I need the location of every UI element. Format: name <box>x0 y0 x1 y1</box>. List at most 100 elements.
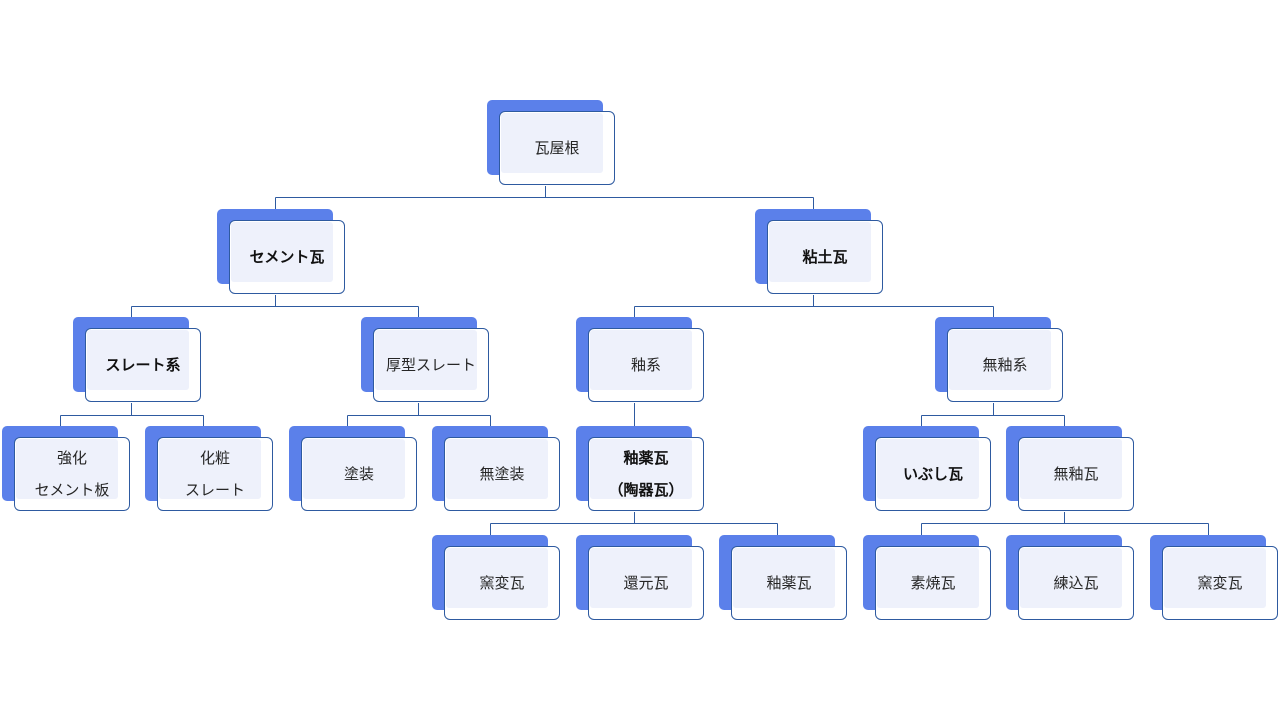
node-ibushi-tile: いぶし瓦 <box>863 426 993 513</box>
connector-unglazed-tile <box>921 512 1209 536</box>
node-fill <box>877 548 979 608</box>
connector-unglazed-type <box>921 403 1065 427</box>
node-card: 無釉系 <box>947 328 1063 402</box>
node-text: 無釉系 <box>982 356 1028 374</box>
node-label: 練込瓦 <box>1019 547 1133 619</box>
node-text: 釉薬瓦 <box>766 574 812 592</box>
node-text: 練込瓦 <box>1053 574 1099 592</box>
node-label: 強化 セメント板 <box>15 438 129 510</box>
node-unglazed-type: 無釉系 <box>935 317 1065 404</box>
node-fill <box>1020 548 1122 608</box>
node-text: 粘土瓦 <box>802 248 848 266</box>
node-fill <box>231 222 333 282</box>
connector-cement <box>131 295 419 318</box>
node-label: 窯変瓦 <box>445 547 559 619</box>
node-label: セメント瓦 <box>230 221 344 293</box>
node-fill <box>446 548 548 608</box>
node-text-line-2: セメント板 <box>34 481 110 499</box>
node-label: 釉薬瓦 <box>732 547 846 619</box>
connector-root <box>275 186 814 210</box>
node-card: セメント瓦 <box>229 220 345 294</box>
node-unglazed-tile: 無釉瓦 <box>1006 426 1136 513</box>
node-reduction-tile: 還元瓦 <box>576 535 706 622</box>
node-clay-tile: 粘土瓦 <box>755 209 885 296</box>
node-thick-slate: 厚型スレート <box>361 317 491 404</box>
node-card: 粘土瓦 <box>767 220 883 294</box>
node-card: 強化 セメント板 <box>14 437 130 511</box>
node-fill <box>159 439 261 499</box>
node-kneaded-tile: 練込瓦 <box>1006 535 1136 622</box>
node-fill <box>16 439 118 499</box>
node-card: 釉薬瓦 <box>731 546 847 620</box>
node-label: 厚型スレート <box>374 329 488 401</box>
node-text: セメント瓦 <box>249 248 325 266</box>
node-card: 釉薬瓦 （陶器瓦） <box>588 437 704 511</box>
node-fill <box>303 439 405 499</box>
node-label: 瓦屋根 <box>500 112 614 184</box>
node-label: 還元瓦 <box>589 547 703 619</box>
node-kiln-change-tile-2: 窯変瓦 <box>1150 535 1280 622</box>
node-glazed-tile-ceramic: 釉薬瓦 （陶器瓦） <box>576 426 706 513</box>
node-card: 窯変瓦 <box>1162 546 1278 620</box>
node-fill <box>446 439 548 499</box>
node-card: 無釉瓦 <box>1018 437 1134 511</box>
node-unpainted: 無塗装 <box>432 426 562 513</box>
node-slate-type: スレート系 <box>73 317 203 404</box>
node-fill <box>87 330 189 390</box>
node-label: 化粧 スレート <box>158 438 272 510</box>
node-text-line-1: 強化 <box>56 449 87 467</box>
node-label: 塗装 <box>302 438 416 510</box>
node-fill <box>375 330 477 390</box>
node-root: 瓦屋根 <box>487 100 617 187</box>
node-label: 無塗装 <box>445 438 559 510</box>
node-text: 窯変瓦 <box>1197 574 1243 592</box>
node-text-line-2: （陶器瓦） <box>608 481 684 499</box>
node-card: 化粧 スレート <box>157 437 273 511</box>
node-text: スレート系 <box>105 356 181 374</box>
node-fill <box>877 439 979 499</box>
node-fill <box>769 222 871 282</box>
node-card: スレート系 <box>85 328 201 402</box>
node-text: 無塗装 <box>479 465 525 483</box>
node-glazed-type: 釉系 <box>576 317 706 404</box>
node-cement-tile: セメント瓦 <box>217 209 347 296</box>
node-fill <box>1020 439 1122 499</box>
node-card: 練込瓦 <box>1018 546 1134 620</box>
node-bisque-tile: 素焼瓦 <box>863 535 993 622</box>
node-fill <box>590 330 692 390</box>
node-text: 塗装 <box>343 465 374 483</box>
node-label: 素焼瓦 <box>876 547 990 619</box>
node-text: 還元瓦 <box>623 574 669 592</box>
node-text-line-1: 釉薬瓦 <box>623 449 669 467</box>
node-card: 塗装 <box>301 437 417 511</box>
node-fill <box>590 439 692 499</box>
node-text: 無釉瓦 <box>1053 465 1099 483</box>
node-label: スレート系 <box>86 329 200 401</box>
connector-glazed-tile <box>490 512 778 536</box>
node-glazed-tile: 釉薬瓦 <box>719 535 849 622</box>
node-text-line-1: 化粧 <box>199 449 230 467</box>
connector-slate-type <box>60 403 204 427</box>
node-card: 瓦屋根 <box>499 111 615 185</box>
node-text: 素焼瓦 <box>910 574 956 592</box>
node-card: いぶし瓦 <box>875 437 991 511</box>
node-card: 無塗装 <box>444 437 560 511</box>
node-label: 窯変瓦 <box>1163 547 1277 619</box>
node-fill <box>501 113 603 173</box>
node-text: いぶし瓦 <box>902 465 963 483</box>
node-fill <box>949 330 1051 390</box>
node-label: 無釉瓦 <box>1019 438 1133 510</box>
node-label: 釉薬瓦 （陶器瓦） <box>589 438 703 510</box>
node-reinforced-cement-board: 強化 セメント板 <box>2 426 132 513</box>
node-card: 釉系 <box>588 328 704 402</box>
node-label: 粘土瓦 <box>768 221 882 293</box>
node-text: 窯変瓦 <box>479 574 525 592</box>
node-text: 釉系 <box>630 356 661 374</box>
node-card: 厚型スレート <box>373 328 489 402</box>
node-label: 無釉系 <box>948 329 1062 401</box>
node-text: 厚型スレート <box>385 356 476 374</box>
node-fill <box>733 548 835 608</box>
node-label: 釉系 <box>589 329 703 401</box>
